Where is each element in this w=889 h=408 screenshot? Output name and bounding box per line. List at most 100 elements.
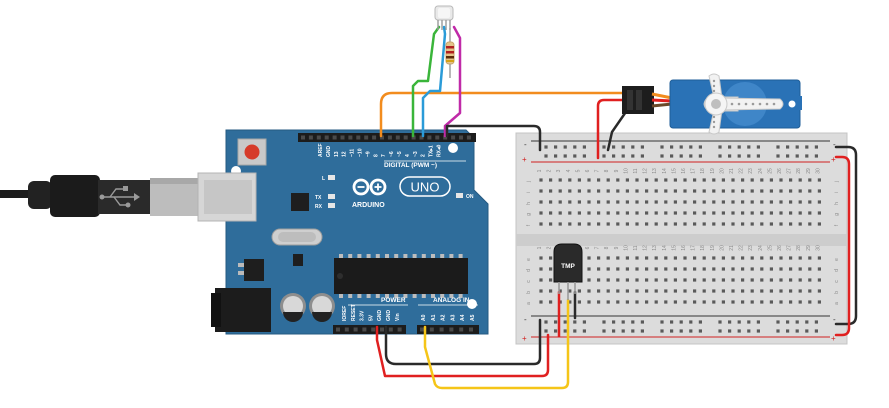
breadboard-hole[interactable] bbox=[779, 178, 783, 182]
breadboard-hole[interactable] bbox=[698, 320, 702, 324]
breadboard-hole[interactable] bbox=[721, 278, 725, 282]
breadboard-hole[interactable] bbox=[664, 289, 668, 293]
breadboard-hole[interactable] bbox=[568, 222, 572, 226]
breadboard-hole[interactable] bbox=[664, 200, 668, 204]
header-socket[interactable] bbox=[348, 135, 353, 140]
breadboard-hole[interactable] bbox=[558, 211, 562, 215]
breadboard-hole[interactable] bbox=[563, 329, 567, 333]
breadboard-hole[interactable] bbox=[621, 154, 625, 158]
breadboard-hole[interactable] bbox=[568, 300, 572, 304]
breadboard-hole[interactable] bbox=[606, 211, 610, 215]
breadboard-hole[interactable] bbox=[798, 256, 802, 260]
breadboard-hole[interactable] bbox=[654, 256, 658, 260]
breadboard-hole[interactable] bbox=[683, 289, 687, 293]
breadboard-hole[interactable] bbox=[789, 300, 793, 304]
breadboard-hole[interactable] bbox=[776, 329, 780, 333]
breadboard-hole[interactable] bbox=[612, 145, 616, 149]
breadboard-hole[interactable] bbox=[805, 320, 809, 324]
breadboard-hole[interactable] bbox=[808, 189, 812, 193]
breadboard-hole[interactable] bbox=[621, 145, 625, 149]
breadboard-hole[interactable] bbox=[750, 278, 754, 282]
breadboard-hole[interactable] bbox=[660, 154, 664, 158]
breadboard-hole[interactable] bbox=[660, 145, 664, 149]
breadboard-hole[interactable] bbox=[640, 145, 644, 149]
breadboard-hole[interactable] bbox=[747, 145, 751, 149]
breadboard-hole[interactable] bbox=[606, 267, 610, 271]
breadboard-hole[interactable] bbox=[597, 256, 601, 260]
breadboard-hole[interactable] bbox=[625, 200, 629, 204]
breadboard-hole[interactable] bbox=[741, 222, 745, 226]
header-socket[interactable] bbox=[403, 135, 408, 140]
breadboard-hole[interactable] bbox=[587, 278, 591, 282]
breadboard-hole[interactable] bbox=[750, 189, 754, 193]
breadboard-hole[interactable] bbox=[597, 178, 601, 182]
breadboard-hole[interactable] bbox=[654, 178, 658, 182]
breadboard-hole[interactable] bbox=[798, 222, 802, 226]
breadboard-hole[interactable] bbox=[568, 289, 572, 293]
breadboard-hole[interactable] bbox=[568, 200, 572, 204]
wire-black-servo-ground[interactable] bbox=[606, 104, 632, 152]
power-header[interactable] bbox=[333, 325, 406, 334]
breadboard-hole[interactable] bbox=[798, 189, 802, 193]
breadboard-hole[interactable] bbox=[606, 256, 610, 260]
breadboard-hole[interactable] bbox=[587, 178, 591, 182]
header-socket[interactable] bbox=[449, 327, 454, 332]
breadboard-hole[interactable] bbox=[582, 329, 586, 333]
breadboard-hole[interactable] bbox=[587, 300, 591, 304]
breadboard-hole[interactable] bbox=[640, 154, 644, 158]
breadboard-hole[interactable] bbox=[616, 200, 620, 204]
breadboard-hole[interactable] bbox=[563, 320, 567, 324]
breadboard-hole[interactable] bbox=[573, 320, 577, 324]
breadboard-hole[interactable] bbox=[786, 154, 790, 158]
breadboard-hole[interactable] bbox=[616, 267, 620, 271]
breadboard-hole[interactable] bbox=[616, 189, 620, 193]
breadboard-hole[interactable] bbox=[587, 189, 591, 193]
breadboard-hole[interactable] bbox=[769, 211, 773, 215]
breadboard-hole[interactable] bbox=[616, 278, 620, 282]
breadboard-hole[interactable] bbox=[673, 289, 677, 293]
header-socket[interactable] bbox=[301, 135, 305, 140]
breadboard-hole[interactable] bbox=[805, 329, 809, 333]
breadboard-hole[interactable] bbox=[776, 154, 780, 158]
breadboard-hole[interactable] bbox=[731, 300, 735, 304]
breadboard-hole[interactable] bbox=[712, 178, 716, 182]
breadboard-hole[interactable] bbox=[539, 178, 543, 182]
breadboard-hole[interactable] bbox=[817, 300, 821, 304]
breadboard-hole[interactable] bbox=[805, 145, 809, 149]
breadboard-hole[interactable] bbox=[587, 211, 591, 215]
header-socket[interactable] bbox=[427, 135, 432, 140]
breadboard-hole[interactable] bbox=[712, 289, 716, 293]
digital-header[interactable] bbox=[298, 133, 476, 142]
breadboard-hole[interactable] bbox=[741, 211, 745, 215]
breadboard-hole[interactable] bbox=[814, 145, 818, 149]
breadboard-hole[interactable] bbox=[760, 278, 764, 282]
breadboard-hole[interactable] bbox=[817, 189, 821, 193]
header-socket[interactable] bbox=[439, 327, 444, 332]
header-socket[interactable] bbox=[364, 135, 369, 140]
breadboard-hole[interactable] bbox=[750, 267, 754, 271]
breadboard-hole[interactable] bbox=[558, 189, 562, 193]
breadboard-hole[interactable] bbox=[760, 267, 764, 271]
breadboard-hole[interactable] bbox=[683, 278, 687, 282]
breadboard-hole[interactable] bbox=[549, 289, 553, 293]
breadboard-hole[interactable] bbox=[798, 211, 802, 215]
breadboard-hole[interactable] bbox=[693, 178, 697, 182]
breadboard-hole[interactable] bbox=[698, 154, 702, 158]
breadboard-hole[interactable] bbox=[786, 320, 790, 324]
breadboard-hole[interactable] bbox=[808, 267, 812, 271]
breadboard-hole[interactable] bbox=[750, 211, 754, 215]
breadboard-hole[interactable] bbox=[635, 289, 639, 293]
breadboard-hole[interactable] bbox=[689, 145, 693, 149]
breadboard-hole[interactable] bbox=[817, 289, 821, 293]
breadboard-hole[interactable] bbox=[693, 211, 697, 215]
breadboard-hole[interactable] bbox=[731, 222, 735, 226]
breadboard-hole[interactable] bbox=[587, 222, 591, 226]
breadboard-hole[interactable] bbox=[635, 278, 639, 282]
breadboard-hole[interactable] bbox=[635, 256, 639, 260]
breadboard-hole[interactable] bbox=[712, 189, 716, 193]
header-socket[interactable] bbox=[429, 327, 434, 332]
breadboard-hole[interactable] bbox=[577, 200, 581, 204]
wire-blue-pin5-led[interactable] bbox=[421, 25, 447, 138]
breadboard-hole[interactable] bbox=[602, 320, 606, 324]
breadboard-hole[interactable] bbox=[625, 278, 629, 282]
